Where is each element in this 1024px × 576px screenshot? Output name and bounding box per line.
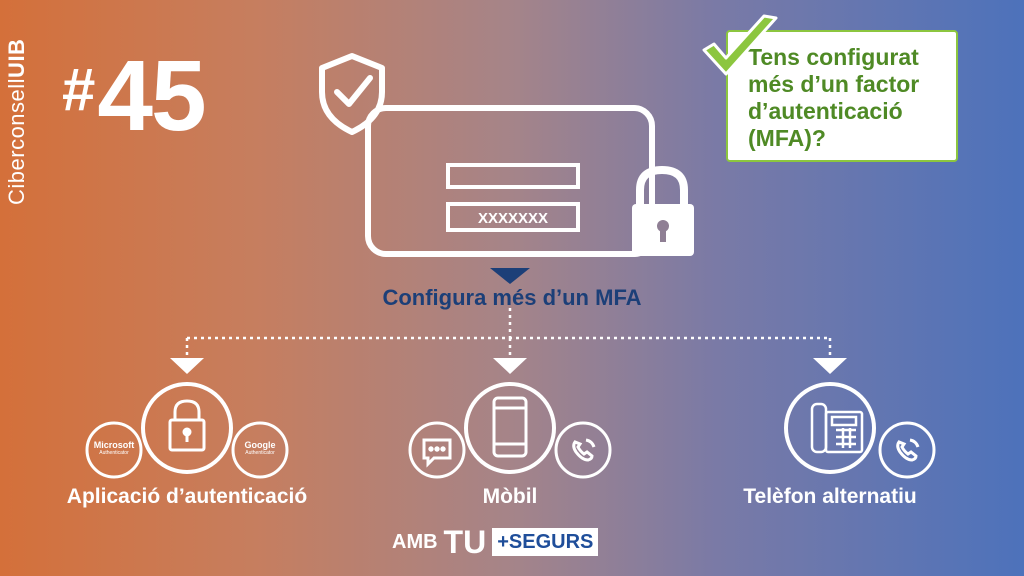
arrow-down-icon	[490, 268, 530, 284]
smartphone-icon	[492, 396, 528, 458]
option-label-authenticator: Aplicació d’autenticació	[66, 485, 308, 508]
episode-hash: #	[62, 56, 95, 123]
password-field	[446, 202, 580, 232]
tagline: AMB TU +SEGURS	[392, 523, 599, 560]
option-authenticator	[85, 382, 289, 479]
badge-name: Google	[244, 440, 276, 450]
badge-sub: Authenticator	[245, 450, 275, 456]
username-field	[446, 163, 580, 189]
desk-phone-icon	[810, 402, 864, 454]
episode-digits: 45	[97, 40, 206, 152]
phone-call-icon	[572, 438, 596, 462]
arrow-down-icon	[170, 358, 204, 374]
arrow-down-icon	[493, 358, 527, 374]
option-mobile	[408, 382, 612, 479]
badge-name: Microsoft	[93, 440, 135, 450]
google-authenticator-badge: Google Authenticator	[235, 440, 285, 457]
option-label-landline: Telèfon alternatiu	[743, 485, 917, 508]
chat-icon	[422, 438, 452, 468]
connector-lines	[185, 308, 832, 360]
option-landline	[784, 382, 936, 479]
option-label-mobile: Mòbil	[482, 485, 538, 508]
tagline-segurs: +SEGURS	[492, 528, 599, 556]
checkmark-icon	[702, 14, 778, 76]
callout-question: Tens configurat més d’un factor d’autent…	[748, 44, 920, 151]
shield-check-icon	[319, 53, 385, 135]
login-card: XXXXXXX	[365, 105, 655, 257]
arrow-down-icon	[813, 358, 847, 374]
phone-call-icon	[896, 438, 920, 462]
padlock-icon	[632, 165, 694, 256]
tagline-tu: TU	[443, 523, 487, 560]
badge-sub: Authenticator	[99, 450, 129, 456]
tagline-amb: AMB	[392, 530, 438, 553]
microsoft-authenticator-badge: Microsoft Authenticator	[89, 440, 139, 457]
configure-mfa-label: Configura més d’un MFA	[382, 285, 642, 310]
episode-number: #45	[62, 40, 207, 146]
question-callout: Tens configurat més d’un factor d’autent…	[726, 30, 958, 162]
padlock-icon	[168, 399, 206, 452]
password-mask: XXXXXXX	[478, 210, 548, 227]
